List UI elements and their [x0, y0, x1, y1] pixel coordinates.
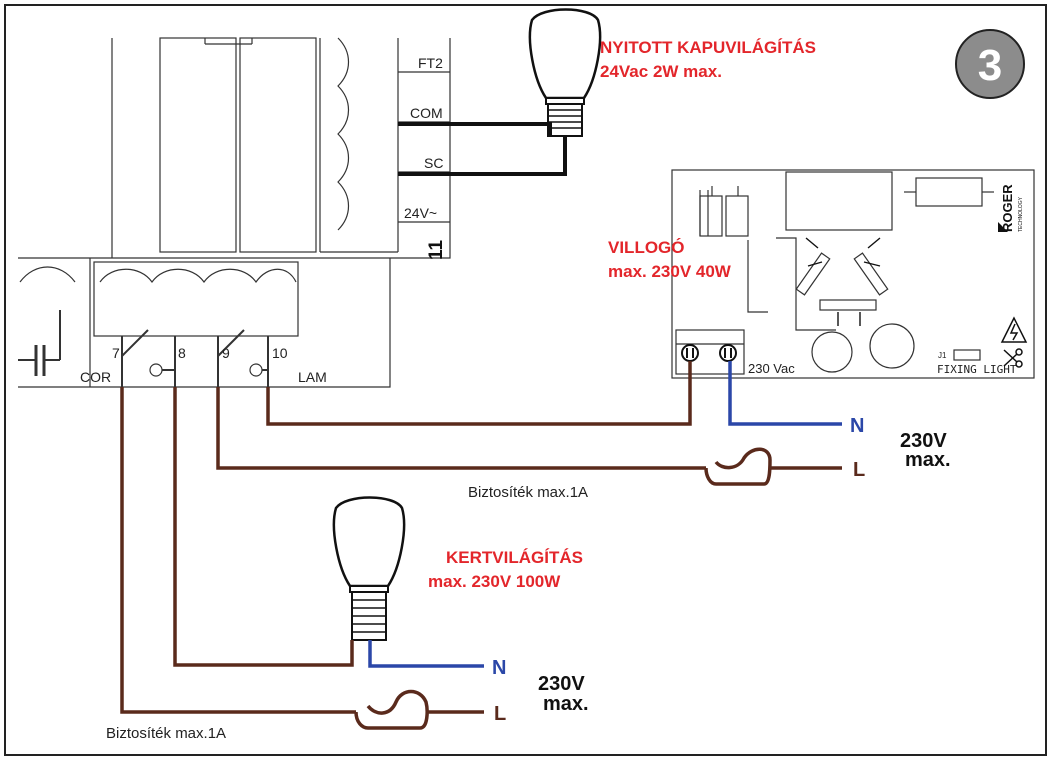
step-number: 3 — [978, 41, 1002, 90]
lower-max: max. — [543, 693, 589, 715]
terminal-10: 10 — [272, 345, 288, 361]
relay-right — [239, 37, 317, 253]
roger-brand-sub: TECHNOLOGY — [1018, 196, 1024, 232]
lower-voltage: 230V — [538, 673, 585, 695]
terminal-lam: LAM — [298, 369, 327, 385]
control-board — [18, 37, 451, 388]
terminal-block-number: 11 — [426, 239, 447, 260]
gate-light-wires — [398, 122, 567, 176]
lower-n-label: N — [492, 657, 506, 679]
terminal-cor: COR — [80, 369, 111, 385]
terminal-8: 8 — [178, 345, 186, 361]
fuse-lower-icon — [354, 689, 429, 730]
flasher-jumper-label: J1 — [938, 351, 947, 360]
gate-light-spec: 24Vac 2W max. — [600, 62, 722, 81]
fuse-upper-icon — [704, 447, 772, 486]
terminal-24v: 24V~ — [404, 205, 437, 221]
roger-brand: ROGER — [1000, 184, 1015, 232]
flasher-fixing-label: FIXING LIGHT — [937, 363, 1017, 376]
transformer-coil — [337, 37, 350, 231]
garden-light-title: KERTVILÁGÍTÁS — [446, 548, 583, 567]
upper-voltage: 230V — [900, 430, 947, 452]
flasher-board — [671, 169, 1035, 379]
terminal-sc: SC — [424, 155, 443, 171]
roger-logo: ROGER TECHNOLOGY — [998, 184, 1024, 232]
flasher-wires — [216, 361, 842, 486]
lower-l-label: L — [494, 703, 506, 725]
step-badge: 3 — [955, 29, 1025, 99]
warning-icon — [1000, 316, 1028, 368]
flasher-title: VILLOGÓ — [608, 238, 685, 257]
garden-light-wires — [120, 387, 484, 730]
gate-light-bulb-icon — [528, 8, 602, 137]
flasher-arrows — [805, 237, 881, 326]
upper-l-label: L — [853, 459, 865, 481]
relay-left — [159, 37, 237, 253]
fuse-lower-label: Biztosíték max.1A — [106, 725, 226, 742]
flasher-supply-label: 230 Vac — [748, 361, 795, 376]
terminal-ft2: FT2 — [418, 55, 443, 71]
garden-light-spec: max. 230V 100W — [428, 572, 561, 591]
terminal-9: 9 — [222, 345, 230, 361]
flasher-terminal-screws — [681, 344, 737, 362]
diagram-frame — [4, 4, 1047, 756]
terminal-7: 7 — [112, 345, 120, 361]
flasher-spec: max. 230V 40W — [608, 262, 732, 281]
gate-light-title: NYITOTT KAPUVILÁGÍTÁS — [600, 38, 816, 57]
fuse-upper-label: Biztosíték max.1A — [468, 484, 588, 501]
terminal-com: COM — [410, 105, 443, 121]
upper-max: max. — [905, 449, 951, 471]
garden-light-bulb-icon — [332, 496, 406, 641]
upper-n-label: N — [850, 415, 864, 437]
terminal-strip — [93, 261, 299, 337]
